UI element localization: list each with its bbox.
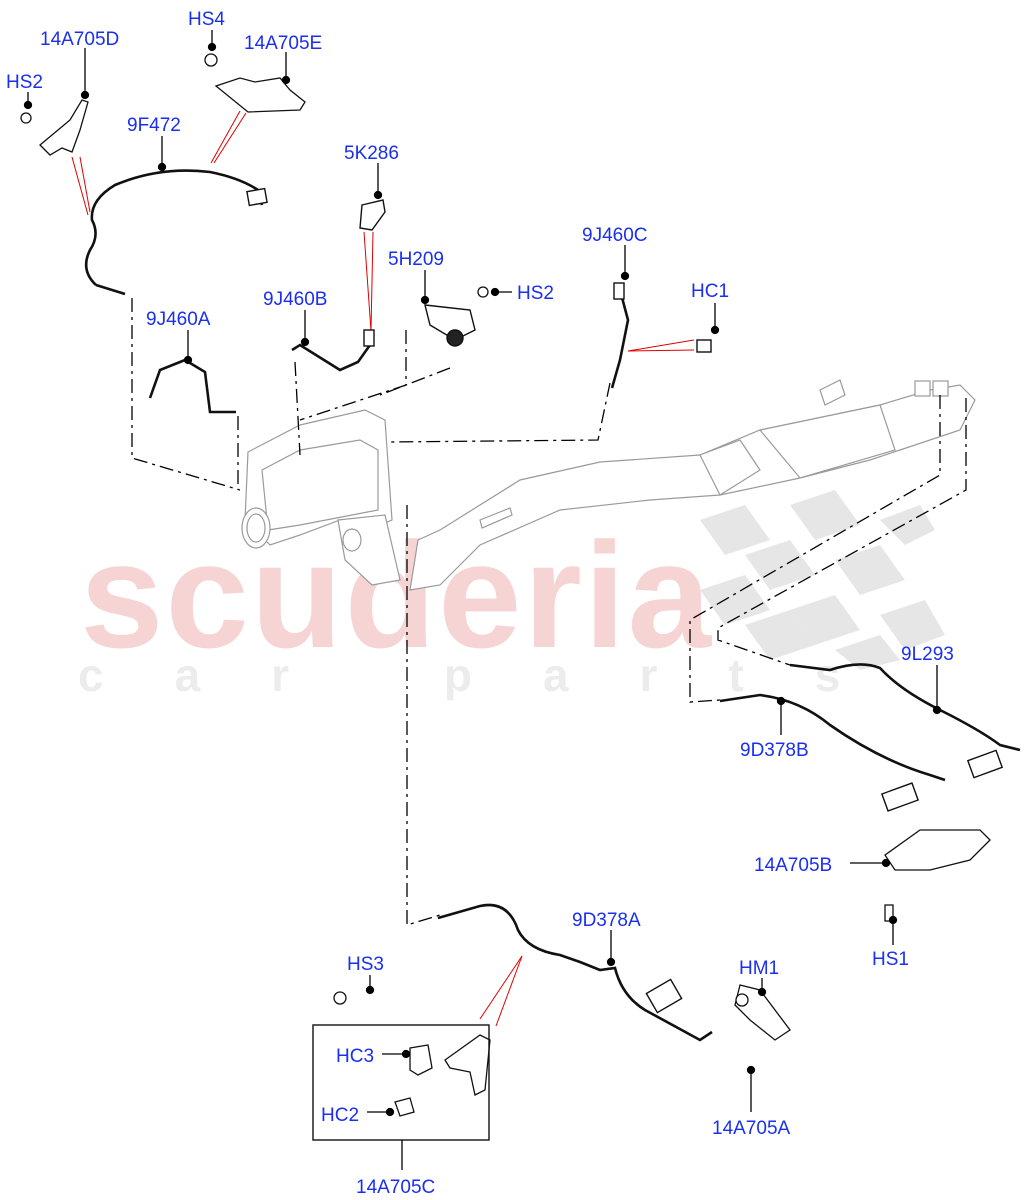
- part-label-hc2[interactable]: HC2: [321, 1105, 360, 1126]
- bolt-HS4: [204, 53, 218, 67]
- bolt-HM1: [735, 993, 749, 1007]
- assembly-lines: [131, 298, 967, 926]
- bracket-14A705D: [39, 99, 89, 156]
- pointer-lines: [71, 110, 695, 1027]
- part-label-9j460a[interactable]: 9J460A: [146, 309, 211, 330]
- part-label-9j460b[interactable]: 9J460B: [263, 289, 328, 310]
- part-label-hs3[interactable]: HS3: [347, 954, 384, 975]
- part-label-hs4[interactable]: HS4: [188, 9, 225, 30]
- part-label-hs2_a[interactable]: HS2: [6, 72, 43, 93]
- sensor-9J460A: [148, 358, 236, 414]
- sensor-9J460B: [291, 343, 372, 372]
- bracket-14A705B: [884, 829, 991, 871]
- part-label-14a705a[interactable]: 14A705A: [712, 1118, 791, 1139]
- part-label-14a705e[interactable]: 14A705E: [244, 33, 323, 54]
- part-label-14a705d[interactable]: 14A705D: [40, 29, 120, 50]
- unit-5H209: [424, 304, 476, 341]
- bolt-HS2-b: [477, 286, 489, 298]
- exhaust-assembly: [241, 379, 976, 591]
- part-label-9d378a[interactable]: 9D378A: [572, 910, 641, 931]
- bolt-HS3: [333, 991, 347, 1005]
- part-label-hs1[interactable]: HS1: [872, 949, 909, 970]
- watermark-brand: scuderia: [80, 511, 713, 679]
- leader-lines: [23, 30, 942, 1170]
- sensor-9L293: [789, 663, 1021, 752]
- part-label-14a705b[interactable]: 14A705B: [754, 855, 833, 876]
- clip-HC2: [394, 1097, 415, 1117]
- sensor-harnesses: [84, 169, 1021, 1042]
- part-label-9l293[interactable]: 9L293: [901, 644, 954, 665]
- part-label-9d378b[interactable]: 9D378B: [740, 740, 809, 761]
- part-label-hs2_b[interactable]: HS2: [517, 283, 554, 304]
- bracket-14A705C: [444, 1034, 491, 1096]
- group-box-14A705C: [312, 1024, 490, 1141]
- part-label-14a705c[interactable]: 14A705C: [356, 1177, 436, 1198]
- sensor-5K286: [359, 199, 386, 231]
- part-label-9j460c[interactable]: 9J460C: [582, 225, 648, 246]
- bolt-HS2-a: [20, 112, 32, 124]
- sensor-9D378B: [719, 693, 946, 782]
- part-label-9f472[interactable]: 9F472: [127, 115, 181, 136]
- part-label-hm1[interactable]: HM1: [739, 958, 780, 979]
- part-label-5h209[interactable]: 5H209: [388, 249, 444, 270]
- sensor-9J460C: [610, 289, 630, 389]
- harness-9F472: [84, 169, 264, 286]
- sensor-9D378A: [437, 903, 713, 1042]
- part-label-hc1[interactable]: HC1: [691, 281, 730, 302]
- brackets: [20, 53, 991, 1117]
- watermark-tagline: car parts: [78, 649, 912, 701]
- part-label-5k286[interactable]: 5K286: [344, 143, 399, 164]
- checkered-flag-watermark: [700, 490, 945, 670]
- clip-HC3: [409, 1044, 433, 1076]
- bracket-14A705E: [214, 77, 306, 113]
- part-label-hc3[interactable]: HC3: [336, 1046, 375, 1067]
- sensor-bodies: [246, 187, 1004, 1014]
